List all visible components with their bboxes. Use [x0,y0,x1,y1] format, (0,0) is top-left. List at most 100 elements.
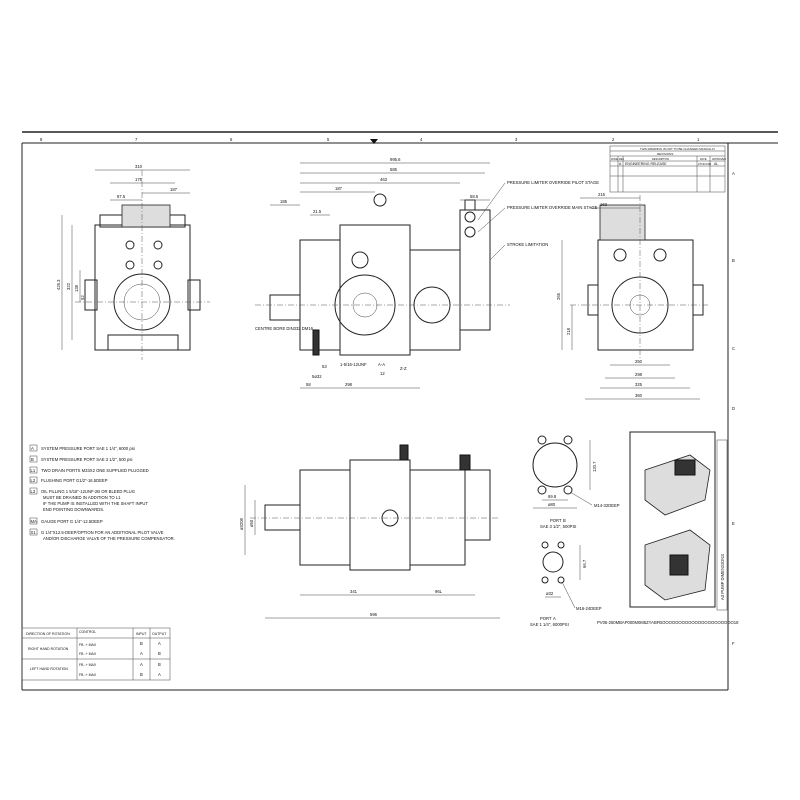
svg-text:87.5: 87.5 [117,194,126,199]
svg-text:Z-Z: Z-Z [400,366,407,371]
svg-text:B: B [158,662,161,667]
svg-text:96L: 96L [435,589,443,594]
svg-text:12: 12 [380,371,385,376]
svg-text:265: 265 [556,292,561,300]
svg-text:A: A [31,446,34,451]
svg-text:AND/OR DISCHARGE VALVE OF THE: AND/OR DISCHARGE VALVE OF THE PRESSURE C… [43,536,175,541]
svg-text:2: 2 [612,137,615,142]
svg-text:185: 185 [280,199,288,204]
svg-text:INPUT: INPUT [136,632,147,636]
svg-text:C: C [732,346,735,351]
svg-text:ENGINEERING RELEASE: ENGINEERING RELEASE [625,162,667,166]
svg-text:ø3208: ø3208 [239,517,244,530]
svg-text:SYSTEM PRESSURE PORT SAE 1 1/4: SYSTEM PRESSURE PORT SAE 1 1/4", 6000 ps… [41,446,135,451]
svg-text:REV: REV [619,158,624,161]
svg-text:AL: AL [714,162,718,166]
svg-text:322: 322 [66,282,71,290]
svg-text:L1: L1 [31,468,36,473]
svg-text:APPROVED: APPROVED [712,158,726,161]
svg-text:SAE 1 1/4", 6000PSI: SAE 1 1/4", 6000PSI [530,622,569,627]
svg-text:SAE 3 1/2", 500PSI: SAE 3 1/2", 500PSI [540,524,576,529]
svg-text:PRESSURE LIMITER OVERRIDE MAIN: PRESSURE LIMITER OVERRIDE MAIN STAGE [507,205,598,210]
svg-text:RIGHT HAND ROTATION: RIGHT HAND ROTATION [28,647,69,651]
svg-text:A: A [140,662,143,667]
svg-text:425.3: 425.3 [56,279,61,290]
svg-text:325: 325 [635,382,643,387]
svg-text:52: 52 [80,295,85,300]
svg-text:120.7: 120.7 [592,461,597,472]
svg-text:F: F [732,641,735,646]
svg-text:B: B [158,651,161,656]
svg-text:OUTPUT: OUTPUT [152,632,167,636]
svg-text:STROKE LIMITATION: STROKE LIMITATION [507,242,548,247]
svg-text:B: B [140,641,143,646]
svg-text:G 1/4"X12.5-DEEP/OPTION FOR AN: G 1/4"X12.5-DEEP/OPTION FOR AN ADDITIONA… [41,530,164,535]
svg-text:X1: X1 [31,530,37,535]
svg-text:ZONE: ZONE [611,158,618,161]
svg-text:A: A [158,672,161,677]
notes: A SYSTEM PRESSURE PORT SAE 1 1/4", 6000 … [29,444,175,541]
pump-illustration [629,431,716,608]
svg-text:218: 218 [566,327,571,335]
svg-text:A3 PUMP DIMENSIONS: A3 PUMP DIMENSIONS [720,554,725,600]
svg-text:END POINTING DOWNWARDS.: END POINTING DOWNWARDS. [43,507,104,512]
svg-text:B: B [31,457,34,462]
svg-text:REVISIONS: REVISIONS [657,152,673,156]
svg-text:58.5: 58.5 [470,194,479,199]
svg-text:1: 1 [697,137,700,142]
svg-text:596: 596 [370,612,378,617]
svg-text:B: B [732,258,735,263]
svg-text:CENTRE BORE DIN332 DM16: CENTRE BORE DIN332 DM16 [255,326,314,331]
svg-text:D: D [732,406,735,411]
svg-text:138: 138 [74,284,79,292]
svg-text:4: 4 [420,137,423,142]
svg-text:MA: MA [31,519,37,524]
svg-text:SYSTEM PRESSURE PORT SAE 3 1/2: SYSTEM PRESSURE PORT SAE 3 1/2", 500 psi [41,457,132,462]
svg-text:PRESSURE LIMITER OVERRIDE PILO: PRESSURE LIMITER OVERRIDE PILOT STAGE [507,180,599,185]
svg-text:B: B [563,518,566,523]
svg-text:298: 298 [345,382,353,387]
svg-text:DIRECTION OF ROTATION: DIRECTION OF ROTATION [26,632,70,636]
svg-text:GAUGE PORT G 1/4"-12.5DEEP: GAUGE PORT G 1/4"-12.5DEEP [41,519,103,524]
svg-text:8: 8 [40,137,43,142]
rotation-table: DIRECTION OF ROTATION CONTROL INPUT OUTP… [21,627,171,681]
svg-text:FB -+ MAX: FB -+ MAX [79,673,97,677]
svg-text:187: 187 [335,186,343,191]
svg-text:LEFT HAND ROTATION: LEFT HAND ROTATION [30,667,68,671]
svg-text:FB -+ MAX: FB -+ MAX [79,652,97,656]
svg-text:A: A [158,641,161,646]
svg-text:L2: L2 [31,478,36,483]
svg-text:DATE: DATE [700,158,707,161]
top-view: 341 96L 596 ø3208 ø50 [239,444,500,619]
svg-text:6: 6 [230,137,233,142]
svg-text:A-A: A-A [378,362,385,367]
svg-text:M14-32DEEP: M14-32DEEP [594,503,620,508]
svg-text:E: E [732,521,735,526]
side-view: 995.6 585 463 187 185 21.5 58.5 58 298 5… [255,157,599,389]
svg-text:MUST BE DRAINED IN ADDITION TO: MUST BE DRAINED IN ADDITION TO L1 [43,495,121,500]
port-b-detail: 69.8 ø80 120.7 M14-32DEEP PORT B SAE 3 1… [532,435,620,529]
svg-text:CONTROL: CONTROL [79,630,96,634]
svg-text:187: 187 [170,187,178,192]
svg-text:250: 250 [635,359,643,364]
svg-text:PORT: PORT [550,518,562,523]
svg-text:5: 5 [327,137,330,142]
svg-text:FLUSHING PORT G1/2"-16.5DEEP: FLUSHING PORT G1/2"-16.5DEEP [41,478,108,483]
svg-text:995.6: 995.6 [390,157,401,162]
svg-text:58: 58 [306,382,311,387]
right-end-view: 215 163 265 218 250 298 325 360 [556,192,710,400]
svg-text:M16-24DEEP: M16-24DEEP [576,606,602,611]
svg-text:310: 310 [135,164,143,169]
svg-text:53: 53 [322,364,327,369]
svg-text:463: 463 [380,177,388,182]
svg-text:ø80: ø80 [548,502,556,507]
svg-text:21.5: 21.5 [313,209,322,214]
svg-text:FB -+ MAX: FB -+ MAX [79,663,97,667]
sheet-frame [21,131,778,691]
center-mark-icon [370,139,378,144]
svg-text:PORT: PORT [540,616,552,621]
svg-text:ø50: ø50 [249,519,254,527]
svg-text:341: 341 [350,589,358,594]
svg-text:A: A [619,162,622,166]
